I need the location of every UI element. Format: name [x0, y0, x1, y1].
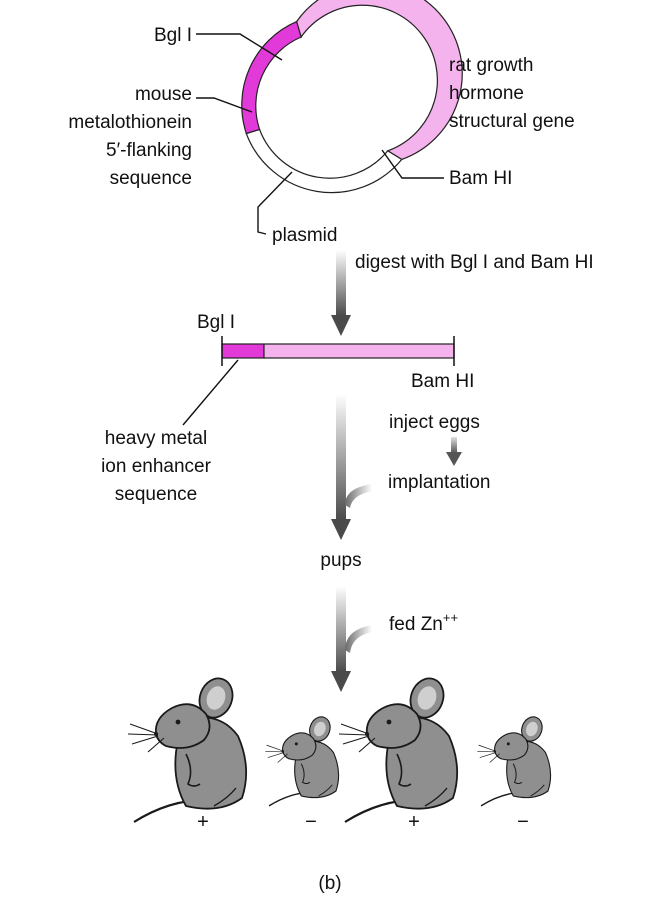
- digest-arrow: [331, 250, 351, 336]
- mouse-leg: [213, 787, 237, 807]
- mouse-4-small: [477, 716, 552, 807]
- mouse-whiskers: [127, 723, 165, 753]
- mouse-whiskers: [477, 744, 500, 763]
- digest-label: digest with Bgl I and Bam HI: [355, 252, 594, 273]
- mouse-leg: [318, 784, 333, 797]
- plasmid-leader-lines: [196, 33, 444, 235]
- fragment-bamhi-label: Bam HI: [411, 371, 474, 392]
- mouse-head: [365, 703, 422, 749]
- enhancer-label-line2: ion enhancer: [101, 456, 212, 477]
- mouse-eye: [386, 719, 392, 725]
- enhancer-label-line1: heavy metal: [105, 428, 207, 449]
- rat-gene-segment: [295, 0, 463, 161]
- mouse-leg: [424, 787, 448, 807]
- implant-branch: [345, 484, 372, 508]
- plasmid-backbone-segment: [245, 128, 403, 194]
- mouse-paw: [396, 753, 412, 787]
- enhancer-label-line3: sequence: [115, 484, 197, 505]
- plasmid-label: plasmid: [272, 225, 337, 246]
- mouse-paw: [185, 753, 201, 787]
- mouse-eye: [294, 742, 298, 746]
- mouse-paw: [512, 763, 523, 785]
- mouse-whiskers: [265, 744, 288, 763]
- mice-row: [127, 677, 552, 823]
- flank-label-line1: mouse: [135, 84, 192, 105]
- enhancer-leader: [182, 359, 239, 426]
- plasmid-leader: [257, 171, 293, 235]
- flank-label-line4: sequence: [110, 168, 192, 189]
- flank-label-line3: 5′-flanking: [106, 140, 192, 161]
- mouse-leg: [530, 784, 545, 797]
- mouse-3-large: [338, 677, 459, 823]
- mouse-2-sign: −: [305, 811, 317, 833]
- mouse-eye: [175, 719, 181, 725]
- inject-arrow: [331, 394, 462, 540]
- flank-leader: [196, 97, 253, 113]
- mouse-head: [154, 703, 211, 749]
- enhancer-region: [221, 343, 265, 359]
- mouse-head: [494, 732, 529, 761]
- mouse-4-sign: −: [517, 811, 529, 833]
- inject-small-head: [446, 452, 462, 466]
- panel-label: (b): [318, 873, 341, 894]
- gene-label-line2: hormone: [449, 83, 524, 104]
- feed-label: fed Zn++: [389, 610, 458, 635]
- bgl1-leader: [196, 33, 283, 61]
- mouse-1-sign: +: [197, 811, 209, 833]
- mouse-inner-ear: [314, 721, 326, 737]
- mouse-1-large: [127, 677, 248, 823]
- mouse-2-small: [265, 716, 340, 807]
- inject-label: inject eggs: [389, 412, 480, 433]
- mouse-3-sign: +: [408, 811, 420, 833]
- feed-arrow: [331, 586, 372, 692]
- fragment-bgl1-label: Bgl I: [197, 312, 235, 333]
- pups-label: pups: [320, 550, 361, 571]
- gene-label-line1: rat growth: [449, 55, 533, 76]
- mouse-inner-ear: [526, 721, 538, 737]
- mouse-inner-ear: [206, 686, 226, 710]
- mouse-head: [282, 732, 317, 761]
- implant-label: implantation: [388, 472, 490, 493]
- mouse-whiskers: [338, 723, 376, 753]
- flank-label-line2: metalothionein: [68, 112, 192, 133]
- bamhi-leader: [381, 149, 444, 179]
- mouse-paw: [300, 763, 311, 785]
- inject-small-shaft: [451, 437, 457, 453]
- mouse-eye: [506, 742, 510, 746]
- feed-branch: [345, 625, 372, 653]
- mouse-inner-ear: [417, 686, 437, 710]
- gene-label-line3: structural gene: [449, 111, 575, 132]
- flanking-segment: [241, 20, 302, 135]
- plasmid-ring: [241, 0, 463, 194]
- linear-fragment: [182, 336, 455, 426]
- gene-region: [263, 343, 455, 359]
- plasmid-bamhi-label: Bam HI: [449, 168, 512, 189]
- plasmid-bgl1-label: Bgl I: [154, 25, 192, 46]
